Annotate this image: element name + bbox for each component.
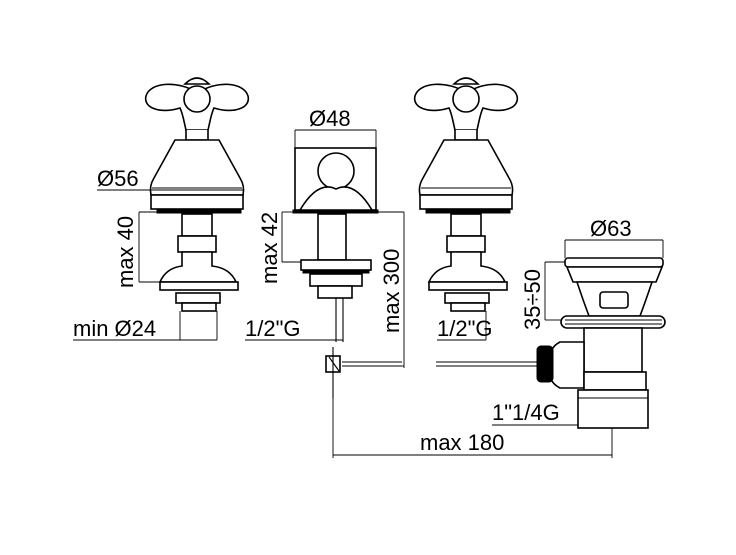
spout-locknut: [309, 273, 363, 287]
right-valve-neck: [454, 130, 478, 141]
waste-plug-head: [565, 266, 664, 283]
right-valve-nut: [446, 235, 486, 253]
waste-knob: [536, 345, 554, 383]
left-valve-washer: [159, 281, 239, 291]
label-thread-center: 1/2"G: [245, 316, 301, 341]
right-valve: [413, 77, 519, 312]
left-valve-locknut: [175, 292, 221, 304]
spout-shank: [317, 213, 347, 261]
label-pull-rod-length: max 180: [420, 430, 504, 455]
right-handle-hub: [452, 85, 480, 113]
dimension-lines: [73, 129, 664, 458]
right-valve-washer: [428, 281, 508, 291]
label-spout-height: max 42: [257, 212, 282, 284]
waste-thread-body: [577, 389, 649, 429]
waste-flange: [560, 315, 666, 329]
popup-waste: [536, 257, 666, 429]
right-valve-flange: [427, 251, 507, 283]
label-waste-thread: 1"1/4G: [492, 400, 560, 425]
right-handle-cap: [452, 77, 480, 85]
right-valve-locknut: [444, 292, 490, 304]
left-valve-nut: [177, 235, 217, 253]
dimension-labels: Ø48 Ø56 max 40 max 42 max 300 Ø63 35÷50 …: [73, 106, 632, 455]
waste-plug-cap: [564, 257, 664, 268]
label-spout-length: max 300: [379, 249, 404, 333]
waste-nut: [583, 371, 647, 391]
label-spout-diameter: Ø48: [309, 106, 351, 131]
label-valve-diameter: Ø56: [97, 166, 139, 191]
label-hole-diameter: min Ø24: [73, 316, 156, 341]
label-thread-right: 1/2"G: [437, 316, 493, 341]
spout-seal: [292, 209, 379, 214]
right-valve-seal: [425, 209, 511, 214]
spout-washer: [300, 259, 372, 271]
spout-cone: [298, 186, 374, 211]
label-waste-stroke: 35÷50: [520, 269, 545, 330]
center-spout: [292, 147, 379, 342]
waste-slot: [599, 291, 629, 309]
label-valve-height: max 40: [113, 216, 138, 288]
left-valve: [144, 77, 250, 312]
left-valve-flange: [158, 251, 238, 283]
left-valve-shank: [181, 213, 213, 237]
left-valve-seal: [156, 209, 242, 214]
left-handle-hub: [183, 85, 211, 113]
left-valve-neck: [185, 130, 209, 141]
left-handle-cap: [183, 77, 211, 85]
pull-rod: [325, 347, 540, 398]
label-waste-diameter: Ø63: [590, 216, 632, 241]
right-valve-body: [418, 139, 514, 196]
right-valve-shank: [450, 213, 482, 237]
left-valve-collar: [150, 194, 244, 210]
left-valve-body: [149, 139, 245, 196]
spout-ball: [317, 152, 355, 190]
waste-tube: [583, 327, 643, 373]
right-valve-collar: [419, 194, 513, 210]
